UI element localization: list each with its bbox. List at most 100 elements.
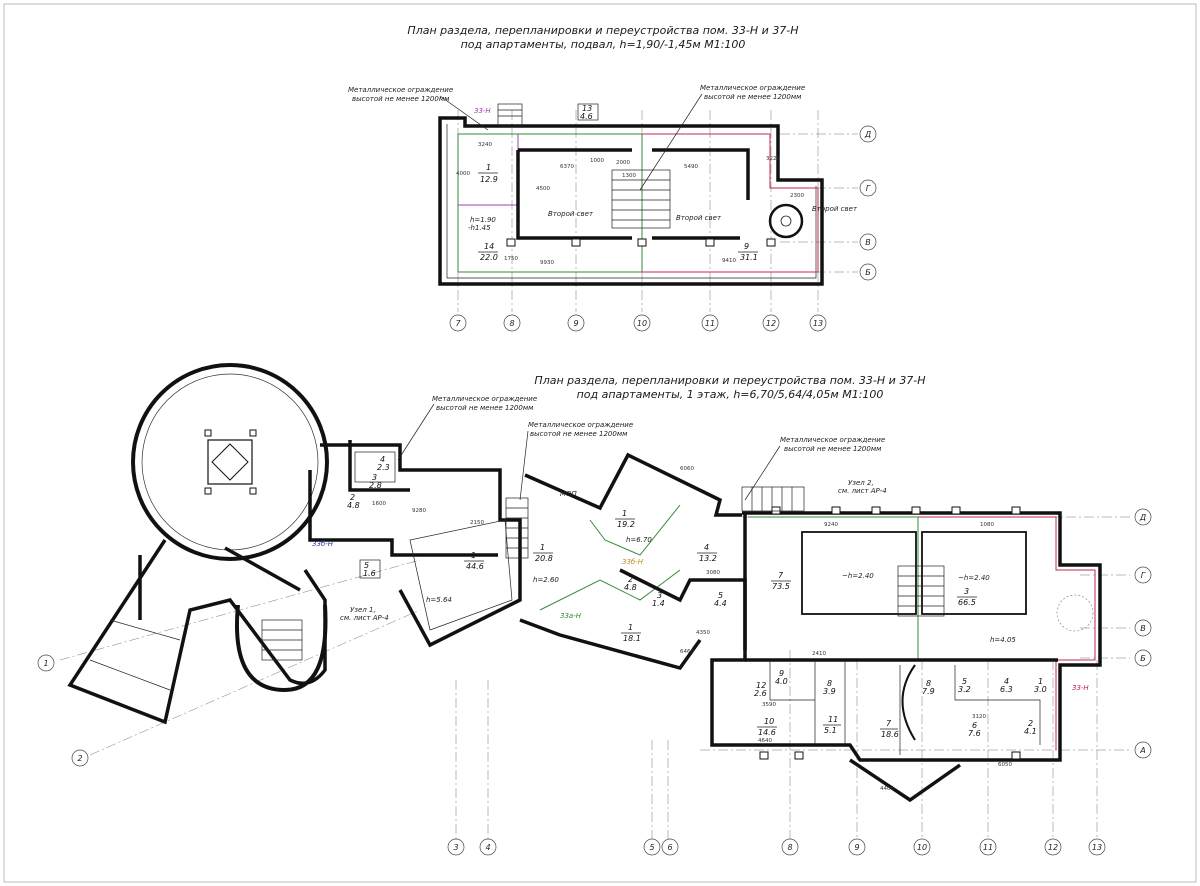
room-tag-num: 11 — [828, 715, 838, 724]
axis-label: 8 — [509, 319, 514, 328]
room-tag-area: 1.4 — [652, 599, 665, 608]
axis-label: 2 — [77, 754, 82, 763]
label-second-light-1: Второй свет — [548, 210, 594, 218]
room-tag-num: 3 — [964, 587, 969, 596]
room-tag-area: 4.1 — [1024, 727, 1037, 736]
fence-note-3: Металлическое ограждение — [432, 395, 537, 403]
room-tag-num: 5 — [364, 561, 369, 570]
axis-label: 11 — [983, 843, 993, 852]
label-unit-33a: 33а-Н — [560, 612, 582, 620]
floor1-axis-bubbles: 3 4 5 6 8 9 10 11 12 13 Д Г В — [37, 508, 1152, 856]
label-height-564: h=5.64 — [426, 596, 452, 604]
axis-label: 9 — [573, 319, 578, 328]
dim-text: 6050 — [998, 762, 1012, 768]
axis-label: Б — [1140, 654, 1146, 663]
label-height-670: h=6.70 — [626, 536, 652, 544]
room-tag-area: 22.0 — [480, 253, 498, 262]
fence-note-5: Металлическое ограждение — [780, 436, 885, 444]
basement-title-line1: План раздела, перепланировки и переустро… — [407, 24, 798, 37]
dim-text: 1300 — [622, 173, 636, 179]
room-tag-area: 2.3 — [377, 463, 390, 472]
axis-label: Г — [1141, 571, 1146, 580]
axis-label: Д — [1139, 513, 1146, 522]
room-tag-num: 1 — [471, 551, 476, 560]
label-unit-33b-2: 33б-Н — [622, 558, 644, 566]
label-unit-33n-floor1: 33-Н — [1072, 684, 1089, 692]
dim-text: 9410 — [722, 258, 736, 264]
label-unit-33b: 33б-Н — [312, 540, 334, 548]
void-right — [921, 531, 1027, 615]
label-height-190: h=1.90 — [470, 216, 496, 224]
room-tag-area: 19.2 — [617, 520, 635, 529]
room-tag-area: 44.6 — [466, 562, 484, 571]
dim-text: 4500 — [536, 186, 550, 192]
label-second-light-2: Второй свет — [676, 214, 722, 222]
fence-note-1b: высотой не менее 1200мм — [352, 95, 450, 103]
axis-label: 5 — [649, 843, 654, 852]
room-tag-area: 4.0 — [775, 677, 788, 686]
fence-note-3b: высотой не менее 1200мм — [436, 404, 534, 412]
void-left — [801, 531, 917, 615]
dim-text: 4400 — [880, 786, 894, 792]
label-height-240a: ~h=2.40 — [842, 572, 874, 580]
room-tag-area: 7.6 — [968, 729, 981, 738]
room-tag-num: 3 — [657, 591, 662, 600]
dim-text: 4640 — [758, 738, 772, 744]
dim-text: 2410 — [812, 651, 826, 657]
dim-text: 9240 — [824, 522, 838, 528]
label-height-260: h=2.60 — [533, 576, 559, 584]
axis-label: 4 — [485, 843, 490, 852]
axis-label: 11 — [705, 319, 715, 328]
dim-text: 9280 — [412, 508, 426, 514]
room-tag-num: 2 — [628, 575, 633, 584]
dim-text: 3240 — [478, 142, 492, 148]
axis-label: Б — [865, 268, 871, 277]
node2-ref: см. лист АР-4 — [838, 487, 887, 495]
node2-label: Узел 2, — [848, 479, 874, 487]
axis-label: 3 — [453, 843, 458, 852]
axis-label: 13 — [1092, 843, 1102, 852]
room-tag-area: 12.9 — [480, 175, 498, 184]
dim-text: 3120 — [972, 714, 986, 720]
label-unit-33n: 33-Н — [474, 107, 491, 115]
label-height-145: -h1.45 — [468, 224, 491, 232]
room-tag-num: 13 — [582, 104, 592, 113]
axis-label: 12 — [766, 319, 776, 328]
fence-note-5b: высотой не менее 1200мм — [784, 445, 882, 453]
dim-text: 1750 — [504, 256, 518, 262]
room-tag-area: 4.4 — [714, 599, 727, 608]
room-tag-area: 20.8 — [535, 554, 553, 563]
label-second-light-3: Второй свет — [812, 205, 858, 213]
fence-note-2: Металлическое ограждение — [700, 84, 805, 92]
room-tag-num: 3 — [372, 473, 377, 482]
dim-text: 2150 — [470, 520, 484, 526]
room-tag-num: 5 — [962, 677, 967, 686]
dim-text: 5490 — [684, 164, 698, 170]
node1-ref: см. лист АР-4 — [340, 614, 389, 622]
dim-text: 2300 — [790, 193, 804, 199]
room-tag-num: 8 — [926, 679, 931, 688]
axis-label: Г — [866, 184, 871, 193]
axis-label: А — [1139, 746, 1145, 755]
axis-label: В — [1140, 624, 1146, 633]
room-tag-num: 6 — [972, 721, 977, 730]
room-tag-area: 73.5 — [772, 582, 790, 591]
node1-label: Узел 1, — [350, 606, 376, 614]
basement-title-line2: под апартаменты, подвал, h=1,90/-1,45м М… — [461, 38, 746, 51]
label-height-240b: ~h=2.40 — [958, 574, 990, 582]
sheet-border — [3, 3, 1197, 883]
axis-label: 1 — [43, 659, 48, 668]
room-tag-area: 14.6 — [758, 728, 776, 737]
fence-note-4: Металлическое ограждение — [528, 421, 633, 429]
dim-text: 3080 — [706, 570, 720, 576]
room-tag-area: 3.0 — [1034, 685, 1047, 694]
room-tag-area: 31.1 — [740, 253, 758, 262]
room-tag-area: 18.6 — [881, 730, 899, 739]
room-tag-num: 14 — [484, 242, 494, 251]
room-tag-num: 1 — [1038, 677, 1043, 686]
axis-label: 6 — [667, 843, 672, 852]
room-tag-area: 4.8 — [347, 501, 360, 510]
room-tag-area: 7.9 — [922, 687, 935, 696]
axis-label: 13 — [813, 319, 823, 328]
axis-label: Д — [864, 130, 871, 139]
